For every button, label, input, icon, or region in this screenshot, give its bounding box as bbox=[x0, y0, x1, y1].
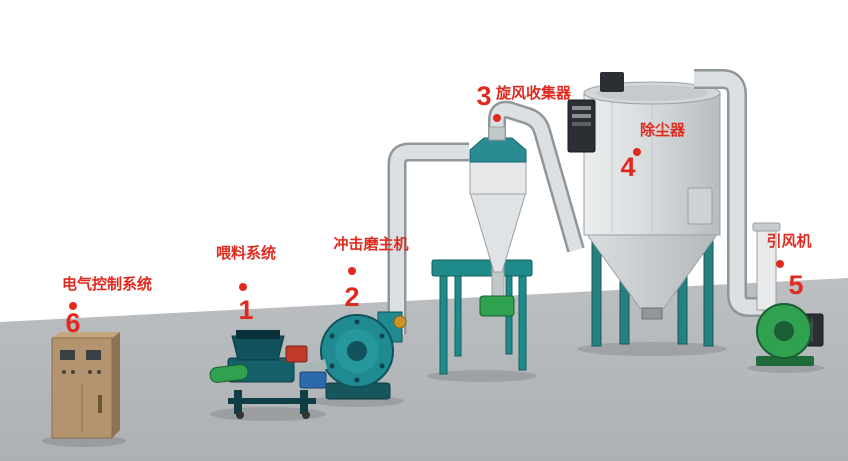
label-4-text: 除尘器 bbox=[640, 121, 686, 139]
cabinet-side bbox=[112, 332, 120, 438]
label-2-dot bbox=[348, 267, 356, 275]
label-1-text: 喂料系统 bbox=[216, 244, 276, 262]
mill-bolts bbox=[329, 319, 385, 383]
cyclone-outlet-collar bbox=[488, 126, 506, 141]
label-2-text: 冲击磨主机 bbox=[333, 235, 408, 253]
label-5-number: 5 bbox=[788, 270, 803, 300]
fan-hub bbox=[774, 321, 794, 341]
label-6-dot bbox=[69, 302, 77, 310]
label-6-number: 6 bbox=[65, 308, 80, 338]
label-1-dot bbox=[239, 283, 247, 291]
rotary-valve bbox=[479, 295, 515, 317]
pipe-mill-to-cyclone bbox=[387, 142, 469, 334]
label-5-text: 引风机 bbox=[766, 232, 811, 250]
label-4-dot bbox=[633, 148, 641, 156]
label-1: 喂料系统 1 bbox=[216, 244, 276, 325]
label-2: 冲击磨主机 2 bbox=[333, 235, 408, 312]
feeder-pump bbox=[299, 371, 327, 389]
access-door bbox=[687, 187, 713, 225]
pipe-collector-to-fan bbox=[694, 69, 762, 317]
cabinet-buttons bbox=[62, 370, 101, 374]
label-6: 电气控制系统 6 bbox=[62, 275, 152, 338]
label-2-number: 2 bbox=[344, 282, 359, 312]
label-5-dot bbox=[776, 260, 784, 268]
label-4: 除尘器 4 bbox=[620, 121, 686, 182]
label-4-number: 4 bbox=[620, 152, 635, 182]
fan-base bbox=[756, 356, 814, 366]
feeder-motor bbox=[285, 345, 308, 363]
cabinet-handle bbox=[98, 395, 102, 413]
control-box bbox=[567, 99, 596, 153]
label-3-dot bbox=[493, 114, 501, 122]
cabinet-top bbox=[52, 332, 120, 338]
cyclone-cap bbox=[469, 137, 527, 163]
cabinet-display bbox=[86, 350, 101, 360]
feeder-foot bbox=[302, 411, 310, 419]
label-3-number: 3 bbox=[476, 81, 491, 111]
label-3-text: 旋风收集器 bbox=[495, 84, 572, 102]
label-6-text: 电气控制系统 bbox=[62, 275, 152, 293]
label-5: 引风机 5 bbox=[766, 232, 811, 300]
mill-hub bbox=[347, 341, 367, 361]
feeder-green-cylinder bbox=[209, 364, 249, 383]
callouts: 喂料系统 1 冲击磨主机 2 3 旋风收集器 除尘器 4 引风机 5 电气控制系… bbox=[62, 81, 812, 338]
floor bbox=[0, 278, 848, 461]
induced-draft-fan bbox=[752, 222, 824, 366]
mill-fitting bbox=[393, 315, 407, 329]
dust-collector-outlet bbox=[641, 307, 663, 320]
cyclone-cylinder bbox=[469, 161, 527, 195]
dust-collector bbox=[567, 72, 721, 347]
cyclone-collector bbox=[431, 126, 533, 375]
cabinet-display bbox=[60, 350, 75, 360]
feeder-hopper-opening bbox=[236, 330, 280, 339]
impact-mill bbox=[320, 311, 407, 400]
fan-stack-cap bbox=[752, 222, 781, 232]
feeder-screw-pipe bbox=[288, 359, 328, 377]
label-3: 3 旋风收集器 bbox=[476, 81, 572, 122]
feeder-hopper bbox=[231, 335, 285, 361]
feeder-system bbox=[209, 330, 328, 419]
label-1-number: 1 bbox=[238, 295, 253, 325]
pulse-valve-box bbox=[600, 72, 624, 92]
feeder-foot bbox=[236, 411, 244, 419]
feeder-stand bbox=[228, 390, 316, 414]
control-cabinet bbox=[51, 332, 120, 439]
